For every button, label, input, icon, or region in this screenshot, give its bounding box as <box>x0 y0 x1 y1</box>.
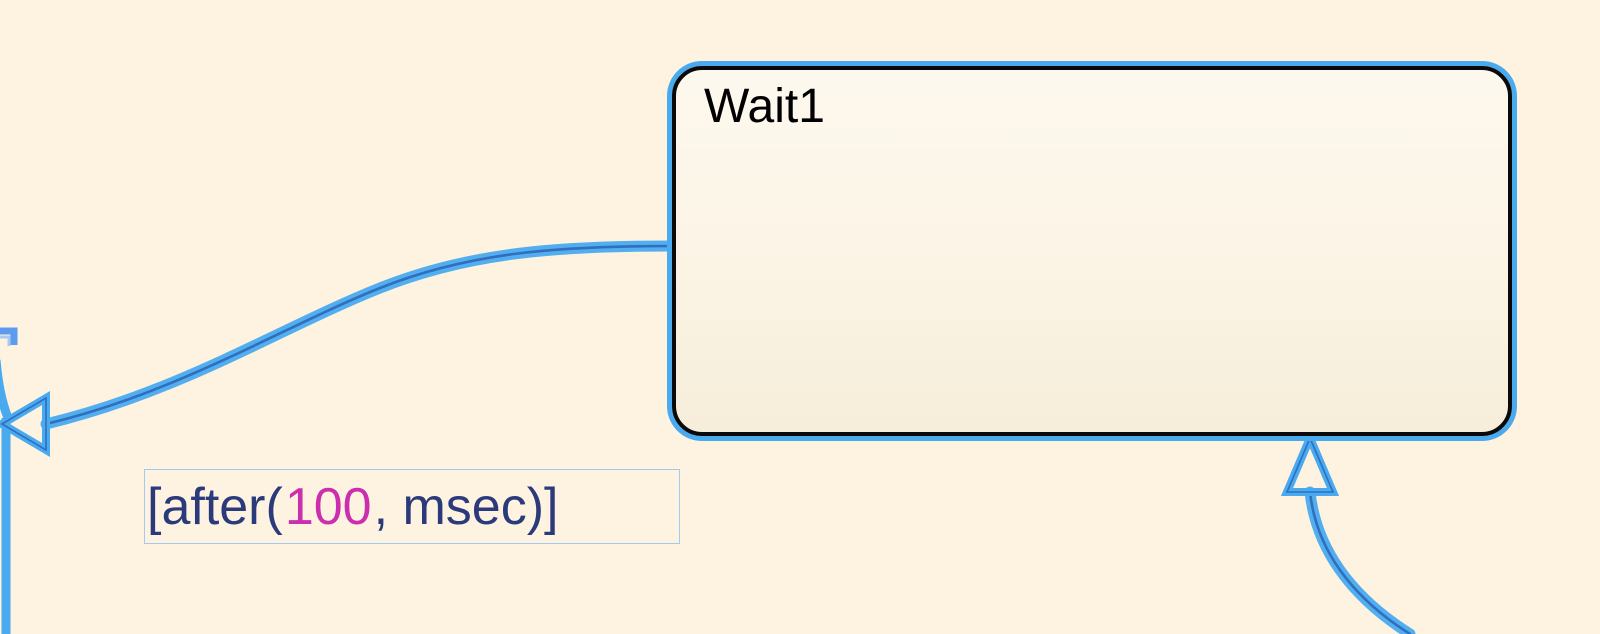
state-label-wait1: Wait1 <box>704 80 825 133</box>
transition-label-token-suffix: , msec)] <box>373 477 559 536</box>
partial-state-edge-left <box>0 359 13 634</box>
state-box-wait1[interactable]: Wait1 <box>672 66 1512 436</box>
transition-label-token-number: 100 <box>284 477 372 536</box>
transition-label-after[interactable]: [after(100, msec)] <box>144 469 680 544</box>
transition-in-bottom[interactable] <box>1280 427 1416 634</box>
transition-label-token-prefix: [after( <box>147 477 283 536</box>
transition-out-left[interactable] <box>0 240 678 458</box>
selection-corner-handle-icon[interactable] <box>0 327 18 346</box>
